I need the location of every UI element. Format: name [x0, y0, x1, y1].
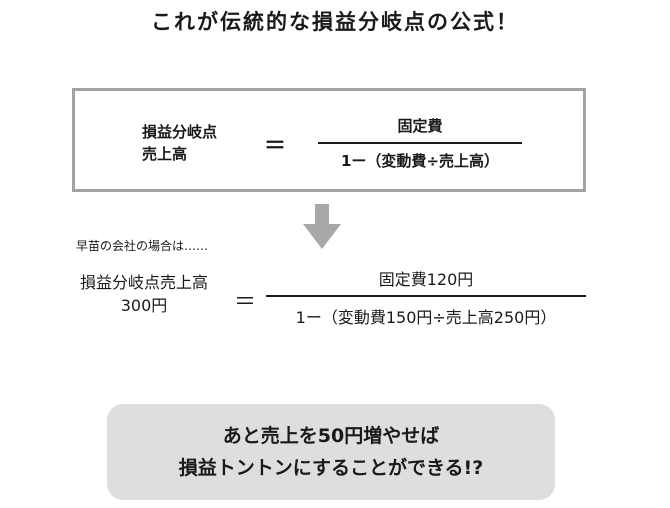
formula-equals-sign: ＝ — [264, 134, 287, 159]
down-arrow-icon — [303, 204, 341, 249]
example-lhs: 損益分岐点売上高 300円 — [56, 271, 232, 317]
page-title: これが伝統的な損益分岐点の公式！ — [151, 10, 519, 34]
example-numerator: 固定費120円 — [378, 270, 474, 289]
down-arrow-shape — [303, 204, 341, 249]
example-fraction-bar — [266, 295, 586, 297]
example-equals-sign: ＝ — [234, 290, 257, 315]
callout-line1: あと売上を50円増やせば — [222, 425, 440, 447]
example-denominator: 1ー（変動費150円÷売上高250円） — [295, 308, 557, 327]
callout-text: あと売上を50円増やせば 損益トントンにすることができる!? — [107, 420, 555, 484]
callout-line2: 損益トントンにすることができる!? — [178, 457, 484, 479]
formula-lhs: 損益分岐点 売上高 — [142, 121, 252, 165]
formula-denominator: 1ー（変動費÷売上高） — [340, 152, 499, 170]
example-lhs-line2: 300円 — [120, 296, 168, 315]
formula-box — [72, 88, 586, 192]
callout-box — [107, 404, 555, 500]
formula-lhs-line1: 損益分岐点 — [142, 123, 218, 141]
formula-numerator: 固定費 — [397, 117, 443, 135]
formula-fraction-bar — [318, 142, 522, 144]
formula-lhs-line2: 売上高 — [142, 145, 188, 163]
example-lhs-line1: 損益分岐点売上高 — [79, 273, 208, 292]
example-lead-text: 早苗の会社の場合は…… — [76, 239, 209, 253]
